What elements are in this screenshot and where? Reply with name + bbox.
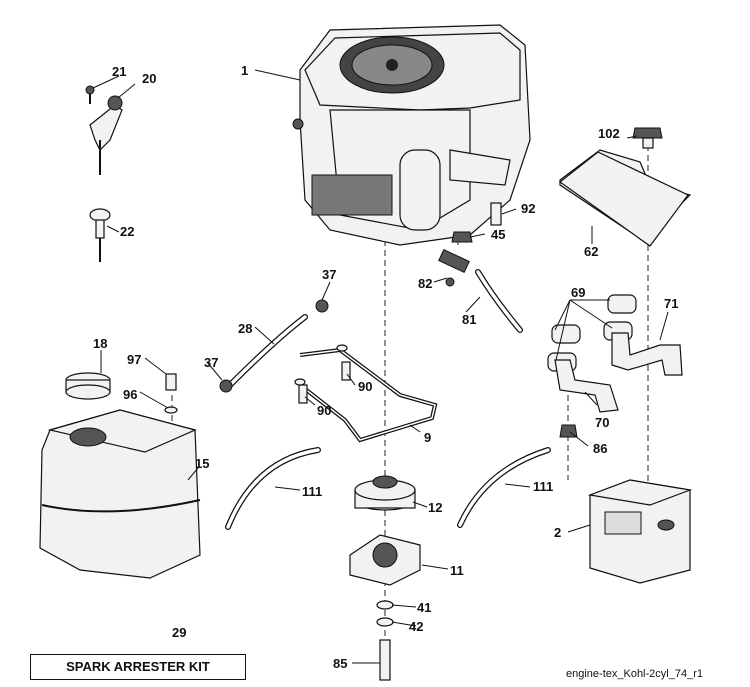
washer-41 bbox=[376, 600, 394, 610]
label-70: 70 bbox=[595, 415, 609, 430]
spark-arrester-kit-box: SPARK ARRESTER KIT bbox=[30, 654, 246, 680]
knob-22 bbox=[89, 208, 111, 262]
label-1: 1 bbox=[241, 63, 248, 78]
label-90b: 90 bbox=[317, 403, 331, 418]
label-45: 45 bbox=[491, 227, 505, 242]
diagram-reference-code: engine-tex_Kohl-2cyl_74_r1 bbox=[566, 668, 703, 680]
label-96: 96 bbox=[123, 387, 137, 402]
label-71: 71 bbox=[664, 296, 678, 311]
washer-42 bbox=[376, 617, 394, 627]
nut-45 bbox=[451, 231, 473, 243]
label-41: 41 bbox=[417, 600, 431, 615]
washer-96 bbox=[164, 406, 178, 414]
label-85: 85 bbox=[333, 656, 347, 671]
label-22: 22 bbox=[120, 224, 134, 239]
bolt-92 bbox=[490, 202, 502, 226]
bolt-97 bbox=[165, 373, 177, 391]
throttle-control-20 bbox=[89, 95, 123, 175]
label-42: 42 bbox=[409, 619, 423, 634]
label-37a: 37 bbox=[322, 267, 336, 282]
bolt-90b bbox=[341, 361, 351, 381]
clutch-11 bbox=[349, 534, 421, 586]
label-90a: 90 bbox=[358, 379, 372, 394]
label-20: 20 bbox=[142, 71, 156, 86]
label-2: 2 bbox=[554, 525, 561, 540]
label-37b: 37 bbox=[204, 355, 218, 370]
bolt-90a bbox=[298, 384, 308, 404]
exhaust-pipe-71 bbox=[611, 332, 683, 376]
knob-102 bbox=[632, 127, 663, 149]
label-18: 18 bbox=[93, 336, 107, 351]
label-82: 82 bbox=[418, 276, 432, 291]
screw-21 bbox=[85, 85, 95, 95]
bracket-9 bbox=[298, 347, 438, 443]
label-12: 12 bbox=[428, 500, 442, 515]
label-28: 28 bbox=[238, 321, 252, 336]
label-62: 62 bbox=[584, 244, 598, 259]
label-102: 102 bbox=[598, 126, 620, 141]
label-11: 11 bbox=[450, 563, 464, 578]
label-111b: 111 bbox=[533, 479, 553, 494]
label-69: 69 bbox=[571, 285, 585, 300]
label-15: 15 bbox=[195, 456, 209, 471]
label-29: 29 bbox=[172, 625, 186, 640]
label-21: 21 bbox=[112, 64, 126, 79]
clamp-37a bbox=[315, 299, 329, 313]
engine bbox=[292, 24, 531, 246]
label-92: 92 bbox=[521, 201, 535, 216]
label-111a: 111 bbox=[302, 484, 322, 499]
fitting-82 bbox=[438, 248, 470, 287]
fuel-tank-15 bbox=[39, 409, 201, 579]
label-86: 86 bbox=[593, 441, 607, 456]
label-81: 81 bbox=[462, 312, 476, 327]
exhaust-pipe-70 bbox=[554, 359, 619, 413]
clamp-37b bbox=[219, 379, 233, 393]
heat-shield-plate bbox=[558, 151, 689, 247]
label-97: 97 bbox=[127, 352, 141, 367]
bolt-85 bbox=[379, 639, 391, 681]
pulley-12 bbox=[354, 475, 416, 511]
muffler-2 bbox=[587, 479, 693, 584]
fuel-cap-18 bbox=[65, 372, 111, 400]
label-9: 9 bbox=[424, 430, 431, 445]
